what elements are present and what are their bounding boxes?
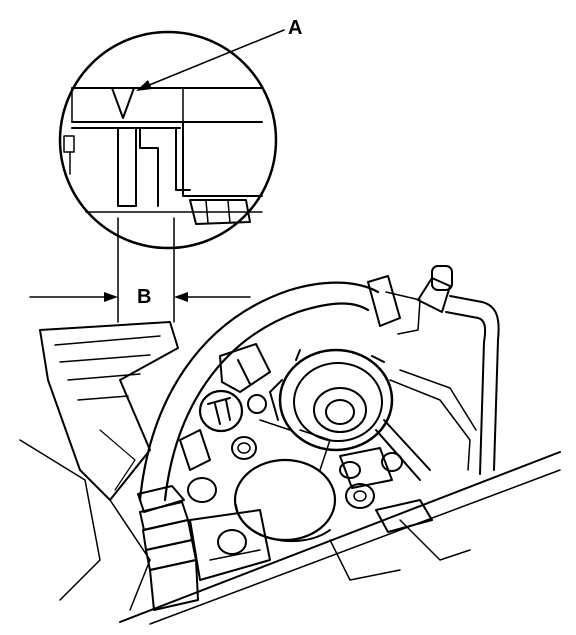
callout-label-b: B: [137, 286, 152, 308]
detail-magnifier: [58, 30, 278, 250]
engine-components: [179, 343, 471, 581]
timing-mark-locator: [198, 389, 244, 433]
dimension-b: [29, 217, 251, 323]
curved-hose: [137, 265, 500, 611]
leader-a: [136, 29, 285, 91]
idler-pulley: [269, 348, 394, 452]
callout-label-a: A: [288, 17, 303, 39]
engine-bay-outline: [19, 321, 561, 625]
